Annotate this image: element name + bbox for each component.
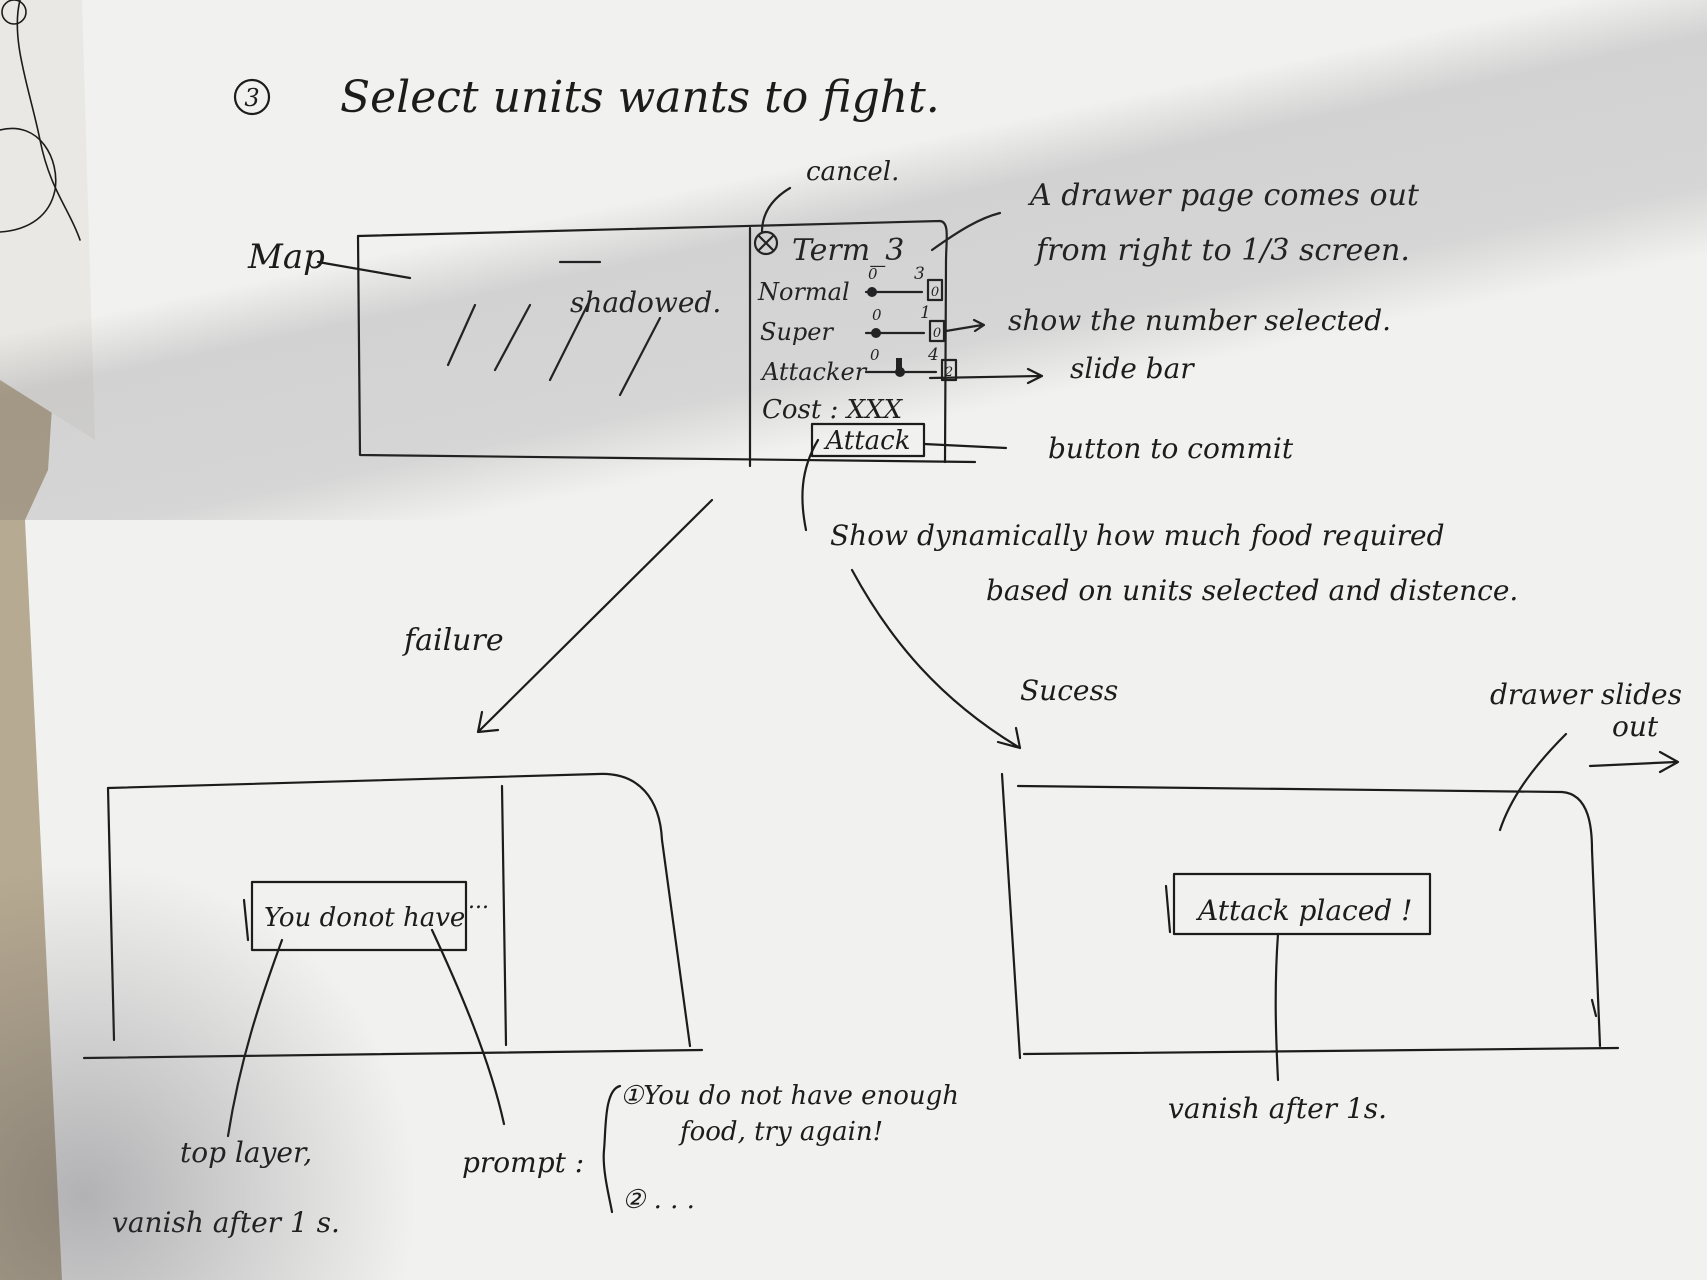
unit-row-normal: Normal 0 3 0	[757, 264, 944, 306]
count-value-attacker: 2	[944, 365, 953, 380]
slider-arrow	[928, 367, 1044, 385]
scrap-doodle	[0, 0, 81, 241]
top-wireframe: Map shadowed. cancel. Term_3 Normal 0 3	[247, 157, 1044, 532]
unit-label-attacker: Attacker	[760, 358, 868, 386]
success-frame-left	[1000, 772, 1022, 1060]
top-annotations: A drawer page comes out from right to 1/…	[830, 178, 1518, 607]
slide-out-arrow	[1588, 750, 1680, 774]
step-number: 3	[244, 84, 259, 112]
prompt-pointer	[430, 928, 506, 1126]
page-heading: Select units wants to fight.	[340, 72, 940, 123]
slider-thumb-super[interactable]	[871, 328, 881, 338]
drawer-panel: Term_3 Normal 0 3 0 Super 0 1 0	[753, 211, 1044, 532]
cost-pointer	[801, 438, 820, 532]
drawer-title-pointer	[930, 211, 1002, 252]
success-message-shadow	[1164, 884, 1172, 934]
unit-label-super: Super	[760, 318, 834, 346]
drawer-slides-pointer	[1498, 732, 1568, 832]
slider-min-normal: 0	[868, 265, 878, 283]
failure-ellipsis: ...	[468, 889, 489, 914]
success-message: Attack placed !	[1195, 894, 1412, 927]
number-note: show the number selected.	[1008, 304, 1391, 337]
failure-frame-top	[106, 772, 692, 1048]
success-message-box	[1172, 872, 1432, 936]
failure-wireframe: You donot have ... top layer, vanish aft…	[82, 772, 959, 1239]
shadowed-label: shadowed.	[570, 286, 721, 319]
screen-frame-top	[356, 219, 948, 464]
failure-arrow	[476, 498, 714, 734]
attack-button-label: Attack	[823, 426, 910, 456]
cost-note-line2: based on units selected and distence.	[986, 574, 1518, 607]
unit-row-super: Super 0 1 0	[760, 303, 946, 346]
success-frame-top	[1016, 784, 1602, 1048]
failure-label: failure	[402, 623, 504, 658]
success-frame-bottom	[1022, 1046, 1620, 1056]
attack-button[interactable]	[810, 422, 926, 458]
success-arrow	[850, 568, 1022, 750]
vanish-note: vanish after 1s.	[1168, 1092, 1387, 1125]
top-layer-note-line2: vanish after 1 s.	[112, 1206, 340, 1239]
slider-tick-attacker	[896, 358, 902, 370]
drawer-title: Term_3	[792, 233, 904, 268]
cost-note-line1: Show dynamically how much food required	[830, 519, 1445, 552]
unit-label-normal: Normal	[757, 278, 850, 306]
count-box-normal	[926, 278, 944, 302]
prompt-item-1-line1: ①You do not have enough	[620, 1081, 959, 1111]
count-box-attacker	[940, 358, 958, 382]
drawer-slides-note-line2: out	[1612, 710, 1659, 743]
prompt-brace	[602, 1084, 622, 1214]
success-frame-mark	[1590, 998, 1598, 1018]
success-label: Sucess	[1020, 674, 1118, 707]
failure-prompt-shadow	[242, 898, 250, 942]
prompt-item-1-line2: food, try again!	[678, 1117, 883, 1147]
flow-arrows: failure Sucess	[402, 498, 1118, 750]
step-number-circle	[233, 78, 271, 116]
unit-row-attacker: Attacker 0 4 2	[760, 345, 958, 386]
failure-prompt-box	[250, 880, 468, 952]
top-layer-note-line1: top layer,	[180, 1136, 312, 1169]
screen-frame-bottom	[356, 234, 977, 464]
top-layer-pointer	[226, 938, 284, 1138]
map-label: Map	[247, 237, 325, 277]
count-value-super: 0	[933, 326, 941, 341]
drawer-note-line2: from right to 1/3 screen.	[1034, 233, 1410, 268]
slider-note: slide bar	[1070, 352, 1195, 385]
cancel-label: cancel.	[806, 157, 899, 187]
cancel-pointer	[760, 186, 792, 234]
drawer-note-line1: A drawer page comes out	[1027, 178, 1420, 213]
slider-min-super: 0	[872, 306, 882, 324]
failure-prompt-text: You donot have	[264, 903, 465, 933]
slider-thumb-attacker[interactable]	[895, 367, 905, 377]
prompt-item-2: ② . . .	[622, 1185, 695, 1215]
failure-drawer-divider	[500, 784, 508, 1047]
drawer-slides-note-line1: drawer slides	[1490, 678, 1682, 711]
count-value-normal: 0	[931, 285, 939, 300]
cost-label: Cost : XXX	[762, 395, 904, 425]
cancel-icon-cross	[757, 234, 775, 252]
count-box-super	[928, 319, 946, 343]
slider-max-attacker: 4	[927, 345, 939, 365]
failure-frame-bottom	[82, 786, 704, 1060]
vanish-pointer	[1274, 932, 1280, 1082]
slider-max-super: 1	[920, 303, 931, 323]
number-arrow	[944, 318, 986, 333]
shadow-hatching	[446, 298, 662, 397]
map-pointer	[316, 260, 412, 280]
button-note: button to commit	[1048, 432, 1294, 465]
cancel-icon[interactable]	[753, 230, 779, 256]
slider-thumb-normal[interactable]	[867, 287, 877, 297]
button-pointer	[922, 442, 1008, 450]
slider-max-normal: 3	[914, 264, 925, 284]
heading: 3 Select units wants to fight.	[233, 72, 940, 123]
prompt-label: prompt :	[462, 1146, 584, 1179]
success-wireframe: Attack placed ! vanish after 1s. drawer …	[1000, 678, 1682, 1125]
background-paper-scrap	[0, 0, 95, 440]
slider-min-attacker: 0	[870, 346, 880, 364]
